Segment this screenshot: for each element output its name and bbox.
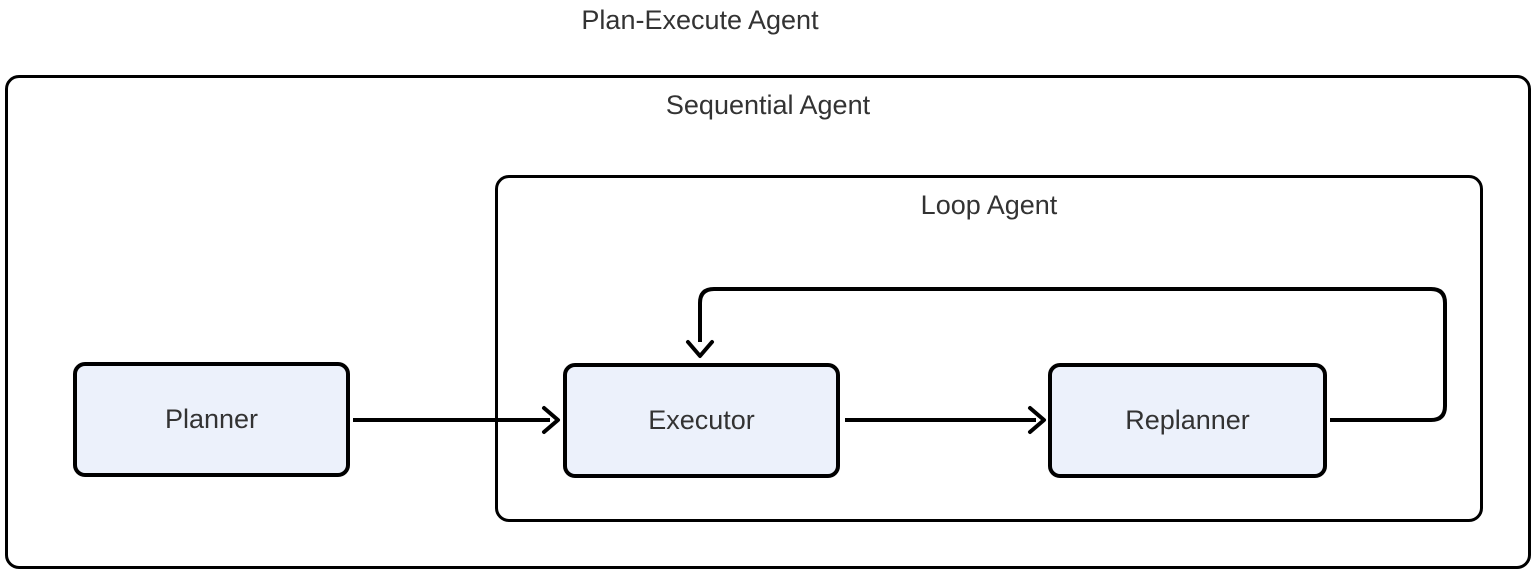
node-replanner-label: Replanner — [1125, 405, 1250, 435]
node-planner: Planner — [73, 362, 350, 477]
node-executor: Executor — [563, 363, 840, 478]
node-replanner: Replanner — [1048, 363, 1327, 478]
node-planner-label: Planner — [164, 404, 259, 434]
sequential-agent-label: Sequential Agent — [665, 90, 871, 120]
container-loop-agent: Loop Agent — [495, 175, 1483, 522]
container-sequential-agent: Sequential Agent — [5, 75, 1531, 569]
node-executor-label: Executor — [648, 405, 755, 435]
loop-agent-label: Loop Agent — [920, 190, 1058, 220]
diagram-title: Plan-Execute Agent — [581, 5, 819, 35]
